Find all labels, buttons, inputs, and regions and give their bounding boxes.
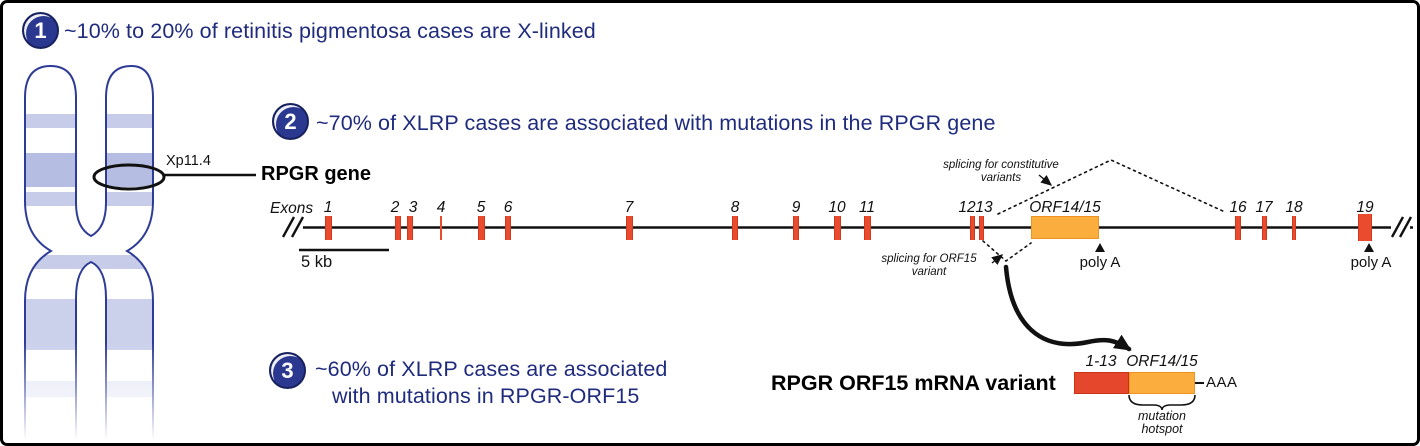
- axis-break-left: [281, 216, 305, 238]
- exon-bar: [477, 215, 485, 240]
- step-3-badge: 3: [269, 352, 306, 389]
- step-3-number: 3: [281, 357, 294, 383]
- mrna-segment-orf14-15: [1129, 372, 1195, 394]
- orf14-15-gene-box: [1031, 216, 1099, 239]
- splicing-constitutive-label: splicing for constitutive variants: [926, 159, 1076, 184]
- gene-title: RPGR gene: [261, 163, 372, 185]
- exon-label: 17: [1255, 199, 1273, 216]
- mutation-hotspot-label: mutation hotspot: [1122, 410, 1202, 436]
- exon-label: 13: [975, 199, 993, 216]
- exon-bar: [969, 215, 975, 240]
- exon-bar: [732, 215, 738, 240]
- poly-a-tail-label: AAA: [1206, 374, 1238, 391]
- exon-label: 3: [408, 199, 418, 216]
- step-2-badge: 2: [272, 103, 309, 140]
- exon-bar: [395, 215, 401, 240]
- exon-label: 1: [323, 199, 333, 216]
- exon-bar: [979, 215, 984, 240]
- mutation-hotspot-brace: [1128, 394, 1196, 411]
- exon-label: 6: [503, 199, 513, 216]
- mrna-segment-1-13: [1074, 372, 1129, 394]
- poly-a-marker-left: [1095, 243, 1105, 252]
- step-2-text: ~70% of XLRP cases are associated with m…: [316, 111, 996, 135]
- exon-bar: [505, 215, 511, 240]
- exons-axis-word: Exons: [270, 200, 314, 217]
- mutation-hotspot-line2: hotspot: [1141, 422, 1183, 436]
- step-2-number: 2: [284, 108, 297, 134]
- exon-bar: [863, 215, 871, 240]
- exon-label: 16: [1229, 199, 1247, 216]
- scale-bar-label: 5 kb: [301, 253, 333, 271]
- step-3-text-line2: with mutations in RPGR-ORF15: [332, 384, 640, 408]
- exon-bar: [1291, 215, 1297, 240]
- exon-label: 5: [476, 199, 486, 216]
- splice-to-mrna-arrow: [1003, 264, 1132, 352]
- exon-bar: [1235, 215, 1241, 240]
- locus-label: Xp11.4: [166, 153, 211, 169]
- x-chromosome-illustration: [24, 64, 154, 442]
- exon-label: 7: [624, 199, 634, 216]
- exon-label: 2: [390, 199, 400, 216]
- exon-label: 4: [436, 199, 446, 216]
- exon-bar: [324, 215, 332, 240]
- exon-bar: [1261, 215, 1267, 240]
- step-3-text-line1: ~60% of XLRP cases are associated: [315, 357, 668, 381]
- mrna-segment-1-13-label: 1-13: [1085, 353, 1117, 370]
- exon-label: 18: [1285, 199, 1303, 216]
- step-3-text: ~60% of XLRP cases are associated with m…: [315, 356, 668, 410]
- exon-bar: [1358, 214, 1372, 241]
- exon-label: 9: [791, 199, 801, 216]
- exon-bar: [625, 215, 633, 240]
- poly-a-label-right: poly A: [1350, 254, 1392, 271]
- splicing-orf15-pointer: [991, 254, 1004, 265]
- splicing-constitutive-line2: variants: [980, 171, 1022, 184]
- splicing-orf15-path: [982, 240, 1032, 263]
- mutation-hotspot-line1: mutation: [1138, 409, 1186, 423]
- exon-bar: [793, 215, 799, 240]
- step-1-badge: 1: [22, 12, 59, 49]
- exon-label: 8: [730, 199, 740, 216]
- splicing-orf15-line2: variant: [911, 265, 947, 278]
- locus-circle: [92, 163, 166, 191]
- splicing-constitutive-line1: splicing for constitutive: [943, 159, 1059, 171]
- splicing-orf15-label: splicing for ORF15 variant: [869, 253, 989, 278]
- exon-bar: [833, 215, 841, 240]
- exon-label: 12: [958, 199, 976, 216]
- splicing-orf15-line1: splicing for ORF15: [881, 253, 977, 265]
- step-1-text: ~10% to 20% of retinitis pigmentosa case…: [64, 19, 596, 43]
- exon-label: 19: [1356, 199, 1374, 216]
- poly-a-marker-right: [1364, 243, 1374, 252]
- mrna-segment-orf14-15-label: ORF14/15: [1126, 353, 1198, 370]
- step-1-number: 1: [34, 17, 47, 43]
- exon-bar: [406, 215, 413, 240]
- orf14-15-gene-label: ORF14/15: [1029, 199, 1101, 216]
- exon-label: 10: [828, 199, 846, 216]
- poly-a-label-left: poly A: [1079, 254, 1121, 271]
- mrna-variant-title: RPGR ORF15 mRNA variant: [771, 371, 1056, 395]
- exon-label: 11: [858, 199, 876, 216]
- exon-bar: [439, 215, 443, 240]
- axis-break-right: [1390, 216, 1413, 238]
